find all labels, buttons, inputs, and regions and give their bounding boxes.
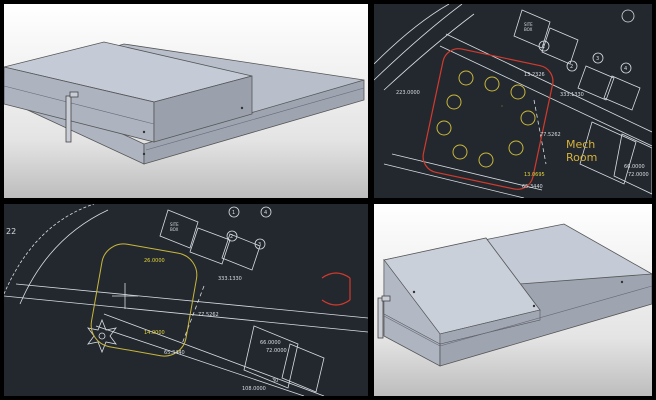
- dim-d3: 333.1330: [560, 92, 584, 98]
- model-viewport-top-left[interactable]: [4, 4, 368, 198]
- cad-plan-drawing: 223.0000 13.2326 333.1330 77.5262 13.069…: [374, 4, 652, 198]
- corner-label: 22: [6, 227, 16, 236]
- mech-room-label-line2: Room: [566, 151, 597, 164]
- dim-d2: 13.2326: [524, 72, 545, 78]
- box-text-b1: SITE: [170, 222, 179, 227]
- dim-d8: 72.0000: [628, 172, 649, 178]
- dim-b9: 30: [272, 378, 278, 384]
- bracket-part-2: [377, 297, 384, 339]
- model-viewport-bottom-right[interactable]: [374, 204, 652, 396]
- grid-mark-1: 1: [542, 44, 545, 50]
- grid-mark-b4: 4: [264, 210, 267, 216]
- model-3d-drawing: [4, 41, 365, 165]
- box-text-2: BOX: [524, 27, 533, 32]
- dim-b5: 65.3440: [164, 350, 185, 356]
- bracket-part: [65, 95, 72, 143]
- dim-b3: 77.5262: [198, 312, 219, 318]
- dim-d1: 223.0000: [396, 90, 420, 96]
- dim-b8: 108.0000: [242, 386, 266, 392]
- dim-d4: 77.5262: [540, 132, 561, 138]
- dim-b6: 66.0000: [260, 340, 281, 346]
- door-outline: [321, 272, 351, 306]
- cad-plan-drawing-2: 22 26.0000 333.1330 77.5262 14.0000 65.3…: [4, 204, 368, 396]
- mech-room-outline: [422, 48, 554, 190]
- dim-b7: 72.0000: [266, 348, 287, 354]
- mech-room-label-line1: Mech: [566, 138, 595, 151]
- grid-mark-2: 2: [570, 64, 573, 70]
- dim-d7: 66.0000: [624, 164, 645, 170]
- area-outline: [90, 243, 198, 357]
- dim-d5: 13.0695: [524, 172, 545, 178]
- slab-side-face: [143, 79, 365, 165]
- cad-viewport-top-right[interactable]: 223.0000 13.2326 333.1330 77.5262 13.069…: [374, 4, 652, 198]
- grid-mark-b3: 3: [258, 242, 261, 248]
- grid-mark-b1: 1: [232, 210, 235, 216]
- dim-d6: 65.3440: [522, 184, 543, 190]
- box-text-b2: BOX: [170, 227, 179, 232]
- dim-b2: 333.1330: [218, 276, 242, 282]
- box-side-face: [153, 75, 253, 143]
- model-3d-drawing-2: [377, 223, 652, 367]
- dim-b4: 14.0000: [144, 330, 165, 336]
- grid-mark-3: 3: [596, 56, 599, 62]
- box-text-1: SITE: [524, 22, 533, 27]
- grid-mark-b2: 2: [230, 234, 233, 240]
- cad-viewport-bottom-left[interactable]: 22 26.0000 333.1330 77.5262 14.0000 65.3…: [4, 204, 368, 396]
- grid-mark-4: 4: [624, 66, 627, 72]
- dim-b1: 26.0000: [144, 258, 165, 264]
